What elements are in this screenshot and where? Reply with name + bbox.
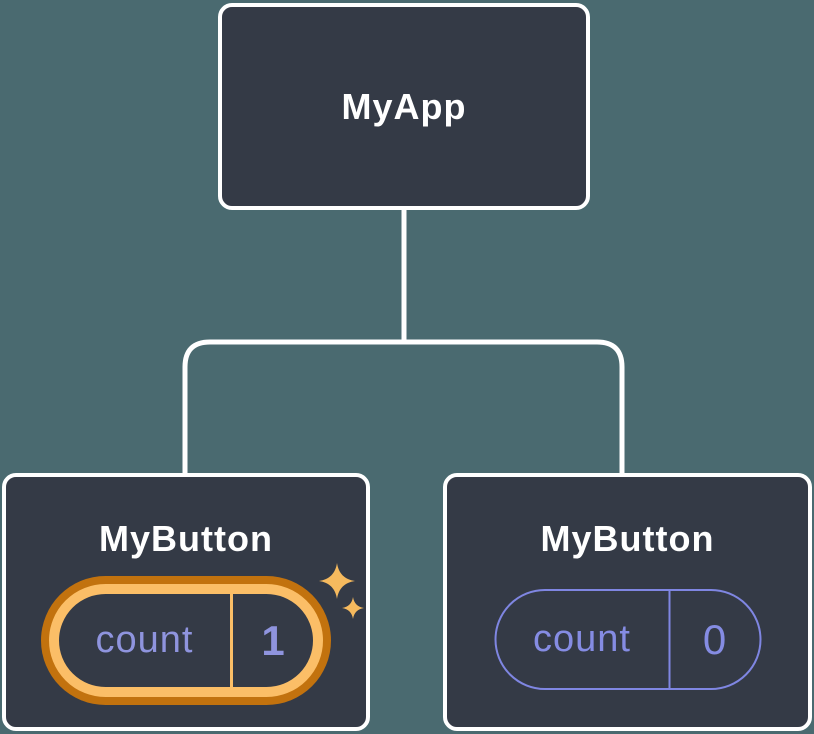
child-node-button-1: MyButton count 1	[2, 473, 370, 731]
child-node-title: MyButton	[99, 518, 273, 559]
child-node-button-2: MyButton count 0	[443, 473, 812, 731]
state-name-label: count	[95, 619, 194, 661]
state-name-cell: count	[496, 591, 670, 688]
state-value-cell: 1	[233, 594, 313, 687]
sparkle-large-icon	[319, 563, 355, 599]
root-node: MyApp	[218, 3, 590, 210]
child-node-title: MyButton	[540, 518, 715, 559]
sparkle-small-icon	[342, 597, 364, 619]
state-name-cell: count	[59, 594, 233, 687]
state-pill-highlighted: count 1	[49, 584, 323, 697]
state-pill: count 0	[494, 589, 761, 690]
state-value-label: 1	[261, 616, 285, 664]
state-value-label: 0	[702, 615, 727, 663]
state-name-label: count	[533, 618, 631, 660]
sparkles-icon	[319, 563, 364, 619]
root-node-title: MyApp	[341, 85, 467, 127]
state-value-cell: 0	[670, 591, 759, 688]
connector-branch	[182, 339, 625, 478]
